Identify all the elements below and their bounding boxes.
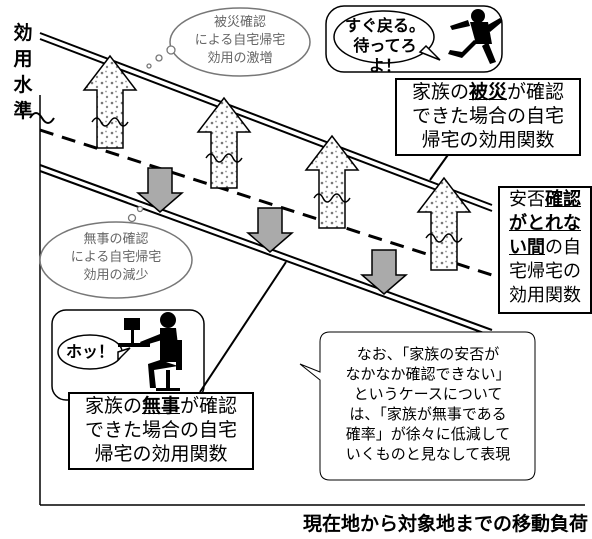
pointer-line: [429, 151, 451, 181]
decrease-arrow: [135, 167, 185, 213]
x-axis-label: 現在地から対象地までの移動負荷: [302, 513, 588, 535]
safe-function-box: 家族の無事が確認 できた場合の自宅 帰宅の効用関数: [68, 392, 254, 470]
sitter-speech: ホッ！: [65, 342, 114, 361]
y-axis-label-text: 効用水準: [10, 20, 36, 124]
decrease-arrow: [359, 249, 409, 295]
decrease-bubble: [39, 221, 193, 299]
note-text: なお、「家族の安否が なかなか確認できない」 というケースについて は、「家族が…: [345, 345, 511, 463]
increase-arrow: [82, 54, 138, 149]
y-axis-label-char: 効: [13, 22, 33, 44]
increase-bubble: [169, 7, 311, 77]
note-bubble: [299, 331, 536, 481]
pointer-line: [199, 261, 287, 393]
runner-speech: すぐ戻る。 待ってろよ！: [344, 16, 425, 75]
y-axis-label: 効用水準: [10, 20, 36, 124]
increase-callout-text: 被災確認 による自宅帰宅 効用の激増: [194, 15, 286, 66]
running-person-icon: [448, 9, 502, 64]
increase-arrow: [416, 176, 472, 271]
y-axis-label-char: 準: [13, 100, 33, 122]
decrease-arrow: [245, 207, 295, 253]
increase-arrow: [304, 134, 360, 229]
y-axis-label-char: 用: [13, 48, 33, 70]
unknown-utility-curve: [39, 128, 493, 277]
increase-arrow: [196, 96, 252, 189]
decrease-callout-text: 無事の確認 による自宅帰宅 効用の減少: [70, 232, 162, 283]
sitting-person-icon: [118, 312, 182, 391]
y-axis-label-char: 水: [13, 74, 33, 96]
disaster-function-box: 家族の被災が確認 できた場合の自宅 帰宅の効用関数: [395, 78, 581, 156]
unknown-function-box: 安否確認 がとれな い間の自 宅帰宅の 効用関数: [498, 186, 592, 314]
axis-break-icon: [29, 112, 55, 124]
